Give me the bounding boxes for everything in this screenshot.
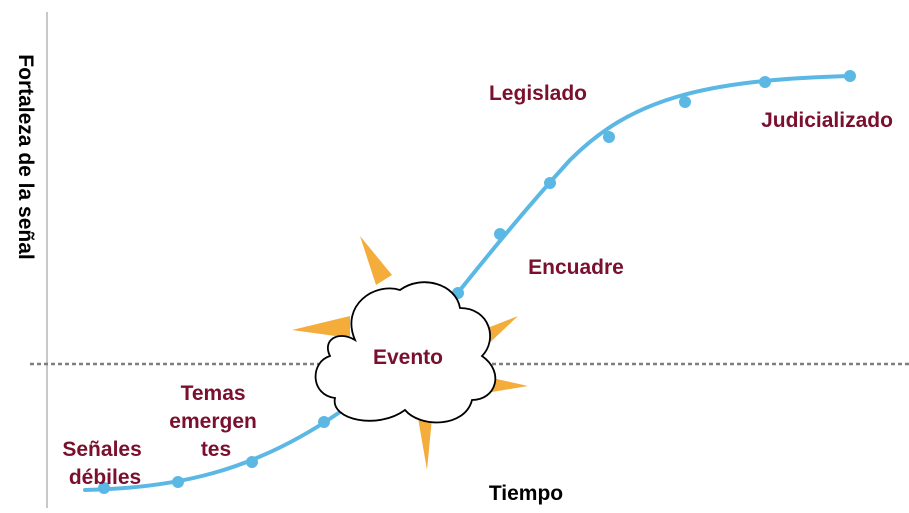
curve-marker bbox=[844, 70, 856, 82]
curve-markers bbox=[98, 70, 856, 494]
stage-label-temas-emergentes: Temas emergen tes bbox=[169, 382, 262, 461]
stage-label-line: Encuadre bbox=[528, 256, 624, 279]
curve-marker bbox=[494, 228, 506, 240]
stage-label-line: débiles bbox=[69, 466, 141, 489]
curve-marker bbox=[98, 482, 110, 494]
curve-marker bbox=[172, 476, 184, 488]
curve-marker bbox=[246, 456, 258, 468]
curve-marker bbox=[759, 76, 771, 88]
stage-label-line: Judicializado bbox=[761, 109, 893, 132]
y-axis-label: Fortaleza de la señal bbox=[14, 54, 37, 259]
x-axis-label: Tiempo bbox=[489, 482, 563, 505]
stage-label-judicializado: Judicializado bbox=[761, 109, 893, 132]
stage-label-line: tes bbox=[201, 438, 231, 461]
cloud-with-burst-icon bbox=[314, 281, 497, 424]
stage-label-line: Evento bbox=[373, 346, 443, 369]
stage-label-line: Señales bbox=[62, 438, 141, 461]
curve-marker bbox=[603, 131, 615, 143]
curve-marker bbox=[679, 96, 691, 108]
stage-label-line: emergen bbox=[169, 410, 257, 433]
curve-marker bbox=[544, 177, 556, 189]
stage-label-line: Temas bbox=[181, 382, 246, 405]
stage-label-encuadre: Encuadre bbox=[528, 256, 624, 279]
curve-marker bbox=[318, 416, 330, 428]
stage-label-legislado: Legislado bbox=[489, 82, 587, 105]
stage-label-evento: Evento bbox=[373, 346, 443, 369]
stage-label-line: Legislado bbox=[489, 82, 587, 105]
stage-label-senales-debiles: Señales débiles bbox=[62, 438, 147, 489]
